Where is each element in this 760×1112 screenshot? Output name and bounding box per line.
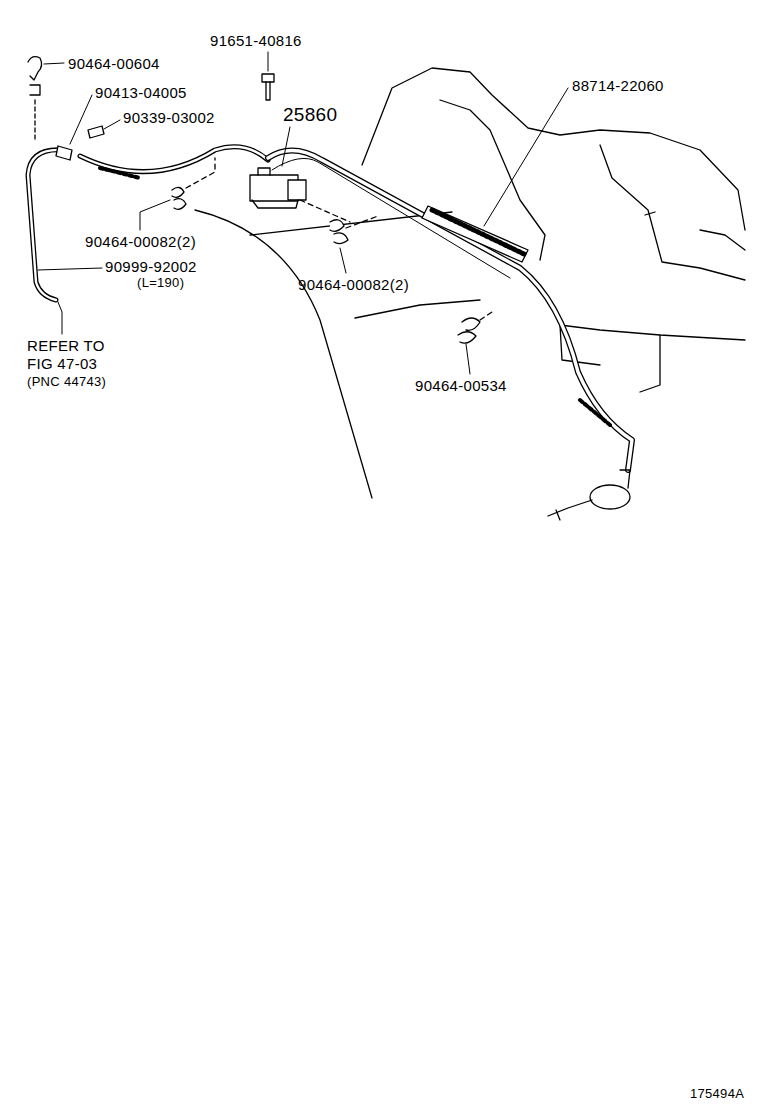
part-number: FIG 47-03	[27, 355, 97, 372]
part-number: 90464-00604	[68, 55, 160, 72]
engine-outline	[355, 68, 745, 392]
part-number: 90464-00082(2)	[298, 276, 409, 293]
vacuum-switching-valve	[250, 168, 306, 208]
figure-id: 175494A	[690, 1085, 744, 1102]
part-number: 90464-00082(2)	[85, 233, 196, 250]
leader-line	[38, 52, 568, 374]
hose-joint	[28, 57, 104, 160]
part-number: 90999-92002	[105, 258, 197, 275]
part-number: 90464-00534	[415, 377, 507, 394]
guide-line	[186, 158, 492, 320]
part-number: 88714-22060	[572, 77, 664, 94]
part-number: (L=190)	[137, 274, 184, 291]
part-number: 90339-03002	[123, 109, 215, 126]
hose-protector	[422, 206, 528, 262]
part-number: 91651-40816	[210, 32, 302, 49]
bolt	[262, 74, 274, 100]
part-number: (PNC 44743)	[27, 373, 106, 390]
body-line	[195, 210, 372, 498]
part-number: 90413-04005	[95, 84, 187, 101]
vacuum-actuator	[548, 470, 630, 520]
part-number: REFER TO	[27, 337, 105, 354]
vacuum-hose	[28, 147, 632, 470]
part-number: 25860	[283, 106, 337, 123]
clamp	[172, 187, 480, 343]
